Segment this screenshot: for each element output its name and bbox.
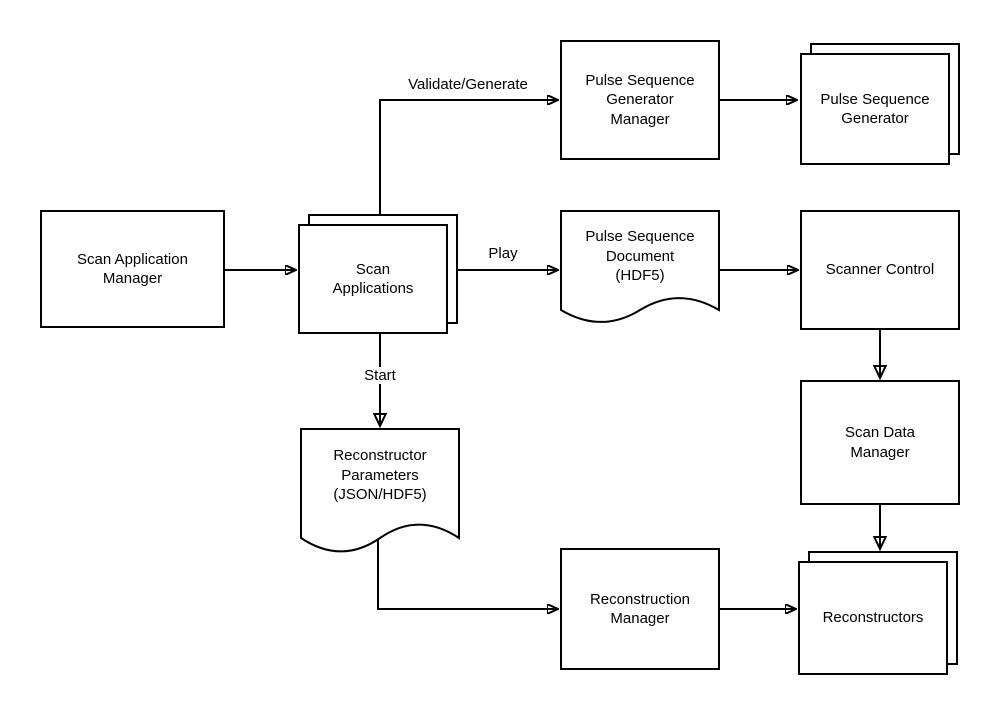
- node-reconstruction-manager: Reconstruction Manager: [560, 548, 720, 670]
- node-scanner-control: Scanner Control: [800, 210, 960, 330]
- node-reconstructors: Reconstructors: [798, 551, 958, 675]
- node-pulse-sequence-generator: Pulse Sequence Generator: [800, 43, 960, 165]
- node-label-scan-application-manager: Scan Application Manager: [77, 250, 188, 288]
- node-scan-application-manager: Scan Application Manager: [40, 210, 225, 328]
- node-label-pulse-sequence-document: Pulse Sequence Document (HDF5): [585, 228, 695, 284]
- node-label-reconstructors: Reconstructors: [822, 609, 924, 627]
- edge-params-to-reconstruction-manager: [377, 540, 558, 609]
- node-label-scan-applications: Scan Applications: [332, 260, 414, 298]
- node-scan-applications: Scan Applications: [298, 214, 458, 334]
- stack-front-layer: Reconstructors: [798, 561, 948, 675]
- node-scan-data-manager: Scan Data Manager: [800, 380, 960, 505]
- document-shape: [300, 428, 460, 553]
- node-label-scanner-control: Scanner Control: [825, 261, 935, 279]
- node-label-pulse-sequence-generator: Pulse Sequence Generator: [820, 90, 930, 128]
- edge-label-start: Start: [357, 367, 403, 384]
- node-pulse-sequence-document: Pulse Sequence Document (HDF5): [560, 210, 720, 330]
- node-label-scan-data-manager: Scan Data Manager: [844, 424, 916, 461]
- edge-label-play: Play: [481, 245, 525, 262]
- node-pulse-sequence-generator-manager: Pulse Sequence Generator Manager: [560, 40, 720, 160]
- edge-label-validate-generate: Validate/Generate: [392, 76, 544, 93]
- node-label-reconstruction-manager: Reconstruction Manager: [589, 590, 691, 628]
- stack-front-layer: Pulse Sequence Generator: [800, 53, 950, 165]
- edge-validate-generate: [379, 100, 558, 214]
- node-label-pulse-sequence-generator-manager: Pulse Sequence Generator Manager: [585, 71, 695, 128]
- document-shape: [560, 210, 720, 323]
- node-reconstructor-parameters: Reconstructor Parameters (JSON/HDF5): [300, 428, 460, 560]
- stack-front-layer: Scan Applications: [298, 224, 448, 334]
- node-label-reconstructor-parameters: Reconstructor Parameters (JSON/HDF5): [333, 447, 427, 503]
